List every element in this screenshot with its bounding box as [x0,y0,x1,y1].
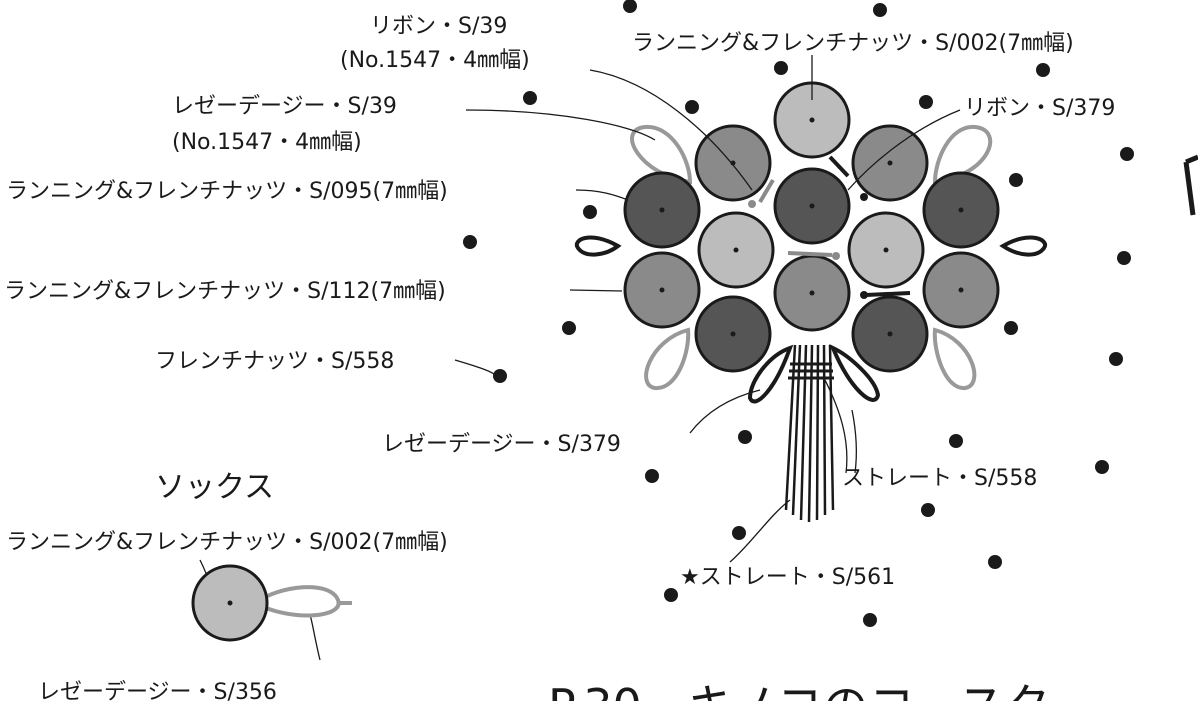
label-straight-561: ★ストレート・S/561 [680,565,895,590]
label-ribbon-39-spec: (No.1547・4㎜幅) [340,48,530,73]
label-running-002: ランニング&フレンチナッツ・S/002(7㎜幅) [632,31,1074,56]
running-stitch-circles [623,81,1000,373]
label-ribbon-39: リボン・S/39 [370,14,507,39]
lazy-daisy-gray-loops [630,124,993,390]
label-french-558: フレンチナッツ・S/558 [155,349,394,374]
label-running-095: ランニング&フレンチナッツ・S/095(7㎜幅) [6,179,448,204]
leader-lines [199,55,961,661]
scattered-dots [463,0,1134,627]
page-title: P.30 キノコのコースター [548,679,1096,701]
edge-mark [1183,154,1198,216]
label-running-112: ランニング&フレンチナッツ・S/112(7㎜幅) [4,279,446,304]
label-lazy-379: レゼーデージー・S/379 [382,432,621,457]
socks-label-lazy-356: レゼーデージー・S/356 [38,680,277,701]
stem-binding [788,362,834,380]
label-lazy-39-spec: (No.1547・4㎜幅) [172,130,362,155]
ribbon-stitches [748,155,911,299]
socks-heading: ソックス [155,470,274,505]
label-ribbon-379: リボン・S/379 [964,96,1115,121]
label-lazy-39: レゼーデージー・S/39 [172,94,397,119]
socks-label-running-002: ランニング&フレンチナッツ・S/002(7㎜幅) [6,530,448,555]
circle-center-dots [659,117,964,337]
label-straight-558: ストレート・S/558 [842,466,1037,491]
lazy-daisy-black-loops [574,235,1048,404]
socks-stitch [191,564,352,642]
